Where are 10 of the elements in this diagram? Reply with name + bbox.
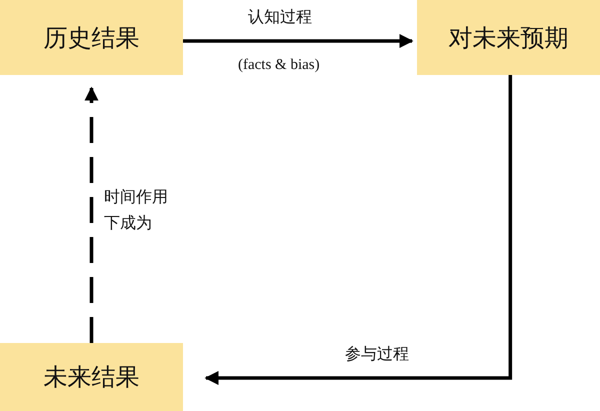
process-box (417, 0, 600, 75)
node-label: 历史结果 (44, 24, 140, 54)
node-label: 对未来预期 (448, 24, 568, 54)
node-label: 未来结果 (44, 364, 140, 393)
process-box (0, 0, 183, 75)
dashed-arrow (84, 86, 98, 343)
arrow (204, 75, 512, 385)
note-text: (facts & bias) (238, 56, 320, 76)
arrow (183, 34, 414, 48)
process-box (0, 343, 183, 411)
